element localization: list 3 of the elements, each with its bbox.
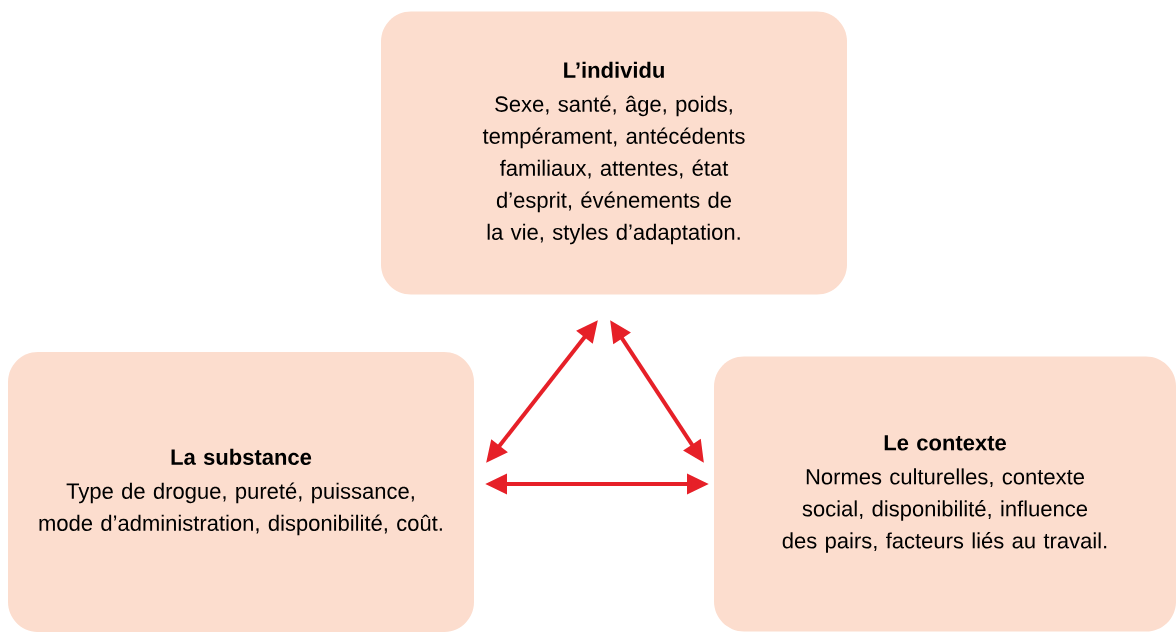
rounded-box: L’individu Sexe, santé, âge, poids, tempérament, antécédents familiaux, attentes, état d’esprit, événements de la vie, styles d’adaptation. <box>381 11 847 295</box>
rounded-box: La substance Type de drogue, pureté, puissance, mode d’administration, disponibilité, coût. <box>8 352 474 632</box>
rounded-box: Le contexte Normes culturelles, contexte social, disponibilité, influence des pairs, facteurs liés au travail. <box>714 356 1176 632</box>
